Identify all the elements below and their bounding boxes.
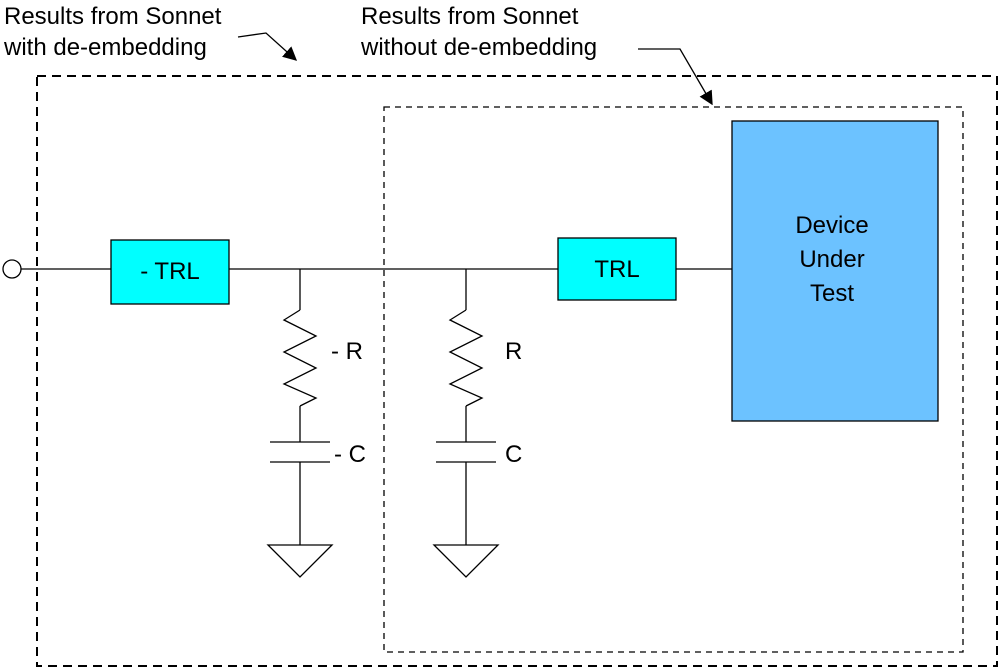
annotation-with-deembedding: Results from Sonnet with de-embedding [3, 3, 298, 61]
neg-ground-symbol [266, 544, 334, 578]
c-label: C [505, 441, 522, 468]
without-deembedding-line1: Results from Sonnet [361, 3, 579, 30]
with-deembedding-line2: with de-embedding [3, 34, 207, 61]
trl-label: TRL [594, 256, 639, 283]
dut-label-line3: Test [810, 280, 854, 307]
dut-label-line1: Device [795, 212, 868, 239]
inner-boundary [383, 106, 964, 653]
without-deembedding-line2: without de-embedding [360, 34, 597, 61]
dut-label-line2: Under [799, 246, 864, 273]
neg-shunt-branch: - R - C [266, 269, 366, 578]
neg-c-label: - C [334, 441, 366, 468]
neg-r-label: - R [331, 338, 363, 365]
ground-symbol [432, 544, 500, 578]
port-terminal [2, 259, 22, 279]
trl-block: TRL [557, 237, 677, 301]
shunt-branch: R C [432, 269, 522, 578]
neg-trl-block: - TRL [110, 239, 230, 305]
neg-trl-label: - TRL [140, 258, 200, 285]
with-deembedding-arrow [237, 32, 298, 61]
resistor [448, 309, 484, 407]
r-label: R [505, 338, 522, 365]
device-under-test: Device Under Test [731, 120, 939, 422]
neg-resistor [282, 309, 318, 407]
with-deembedding-line1: Results from Sonnet [4, 3, 222, 30]
annotation-without-deembedding: Results from Sonnet without de-embedding [360, 3, 713, 106]
without-deembedding-arrow [638, 48, 713, 106]
outer-deembedding-boundary [36, 75, 998, 667]
